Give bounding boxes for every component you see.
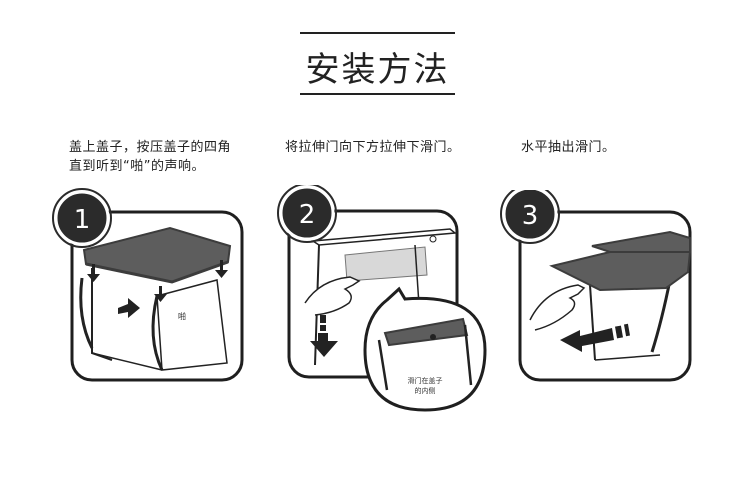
step-3-illustration: 3 xyxy=(500,190,692,382)
page-title: 安装方法 xyxy=(305,50,450,90)
step-2-number: 2 xyxy=(299,200,316,230)
hand-icon xyxy=(529,284,586,331)
step-3-instruction: 水平抽出滑门。 xyxy=(521,138,616,157)
push-arrow-icon xyxy=(118,298,140,318)
press-down-arrow-icon xyxy=(87,260,228,302)
title-top-rule xyxy=(300,32,455,34)
step-3-line-1: 水平抽出滑门。 xyxy=(521,140,616,155)
pull-down-arrow-icon xyxy=(310,315,338,357)
step-2-illustration: 滑门在盖子 的内侧 2 xyxy=(277,185,487,412)
step-2-line-1: 将拉伸门向下方拉伸下滑门。 xyxy=(285,140,461,155)
step-1-instruction: 盖上盖子，按压盖子的四角 直到听到“啪”的声响。 xyxy=(69,138,231,176)
step-3-number: 3 xyxy=(522,201,539,231)
step-1-illustration: 啪 1 xyxy=(52,188,244,382)
step-2-instruction: 将拉伸门向下方拉伸下滑门。 xyxy=(285,138,461,157)
step-1-line-1: 盖上盖子，按压盖子的四角 xyxy=(69,140,232,155)
pull-out-arrow-icon xyxy=(560,323,631,352)
sound-label: 啪 xyxy=(178,311,186,321)
title-bottom-rule xyxy=(300,93,455,95)
step-2-box xyxy=(310,228,457,366)
callout-line-1: 滑门在盖子 xyxy=(408,376,443,385)
callout-line-2: 的内侧 xyxy=(415,386,436,395)
step-1-badge xyxy=(54,190,110,246)
step-2-badge xyxy=(279,185,335,241)
page-title-block: 安装方法 xyxy=(300,32,455,96)
step-1-box xyxy=(79,260,228,371)
step-1-line-2: 直到听到“啪”的声响。 xyxy=(69,159,205,174)
hand-icon xyxy=(304,276,361,316)
slide-door xyxy=(591,230,691,253)
step-1-number: 1 xyxy=(74,205,91,235)
step-3-badge xyxy=(502,190,558,242)
callout-bubble xyxy=(363,286,487,412)
